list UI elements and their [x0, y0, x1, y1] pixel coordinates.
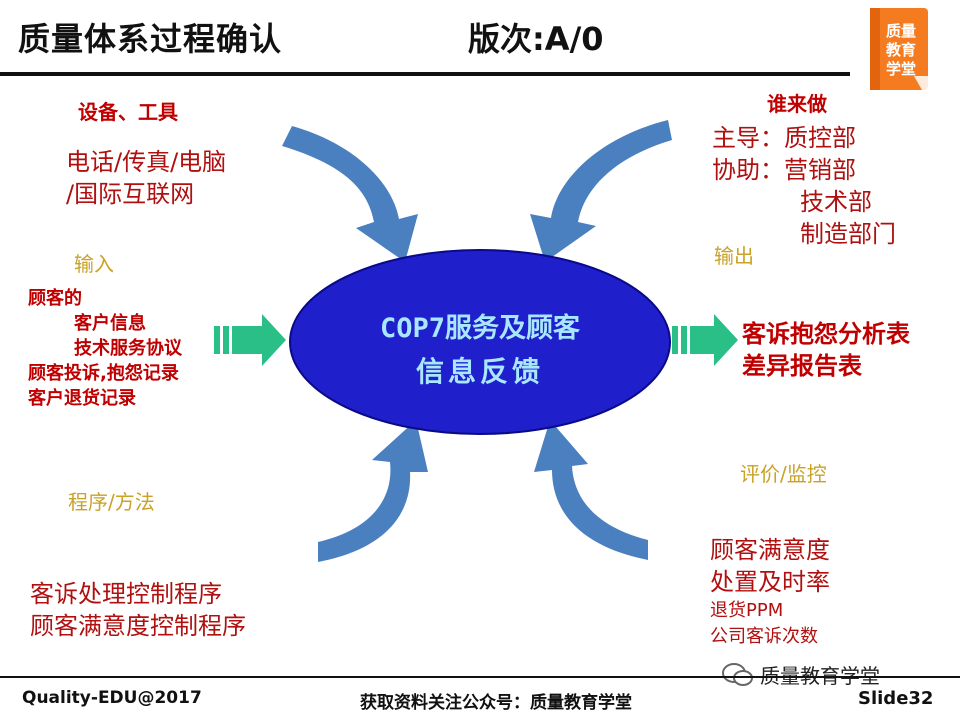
- output-line-1: 客诉抱怨分析表: [742, 320, 910, 348]
- arrow-equipment: [282, 126, 418, 262]
- center-ellipse: [289, 249, 671, 435]
- footer-divider: [0, 676, 960, 678]
- arrow-input: [214, 314, 286, 366]
- logo-icon: [870, 8, 928, 90]
- who-line-3: 技术部: [800, 188, 872, 216]
- evaluation-label: 评价/监控: [740, 462, 827, 486]
- footer-copyright: Quality-EDU@2017: [22, 688, 202, 708]
- wechat-icon: [722, 663, 753, 686]
- input-line-3: 技术服务协议: [74, 338, 182, 359]
- procedure-line-2: 顾客满意度控制程序: [30, 612, 246, 640]
- watermark-text: 质量教育学堂: [760, 664, 880, 688]
- who-line-1: 主导：质控部: [712, 124, 856, 152]
- evaluation-line-3: 退货PPM: [710, 600, 784, 621]
- procedure-label: 程序/方法: [68, 490, 155, 514]
- who-label: 谁来做: [767, 92, 827, 116]
- center-title-line2: 信息反馈: [415, 355, 544, 388]
- evaluation-line-4: 公司客诉次数: [710, 626, 818, 647]
- equipment-line-1: 电话/传真/电脑: [66, 148, 227, 176]
- footer-notice: 获取资料关注公众号：质量教育学堂: [360, 693, 632, 713]
- center-title-line1: COP7服务及顾客: [379, 313, 581, 344]
- arrow-evaluation: [534, 420, 648, 560]
- evaluation-line-1: 顾客满意度: [710, 536, 830, 564]
- arrow-output: [672, 314, 738, 366]
- arrow-who: [530, 120, 672, 262]
- slide-number: Slide32: [858, 688, 934, 709]
- equipment-label: 设备、工具: [78, 100, 178, 124]
- output-label: 输出: [714, 244, 754, 268]
- version-label: 版次:A/0: [468, 20, 604, 58]
- input-label: 输入: [74, 252, 114, 276]
- evaluation-line-2: 处置及时率: [710, 568, 830, 596]
- who-line-4: 制造部门: [800, 220, 896, 248]
- who-line-2: 协助：营销部: [712, 156, 856, 184]
- input-line-2: 客户信息: [74, 313, 146, 334]
- input-line-5: 客户退货记录: [28, 388, 136, 409]
- equipment-line-2: /国际互联网: [66, 180, 195, 208]
- input-line-1: 顾客的: [28, 288, 82, 309]
- input-line-4: 顾客投诉,抱怨记录: [28, 363, 179, 384]
- page-title: 质量体系过程确认: [18, 20, 283, 58]
- output-line-2: 差异报告表: [742, 352, 862, 380]
- arrow-procedure: [318, 420, 428, 562]
- header-divider: [0, 72, 850, 76]
- logo-text: 质量 教育 学堂: [885, 22, 916, 78]
- procedure-line-1: 客诉处理控制程序: [30, 580, 222, 608]
